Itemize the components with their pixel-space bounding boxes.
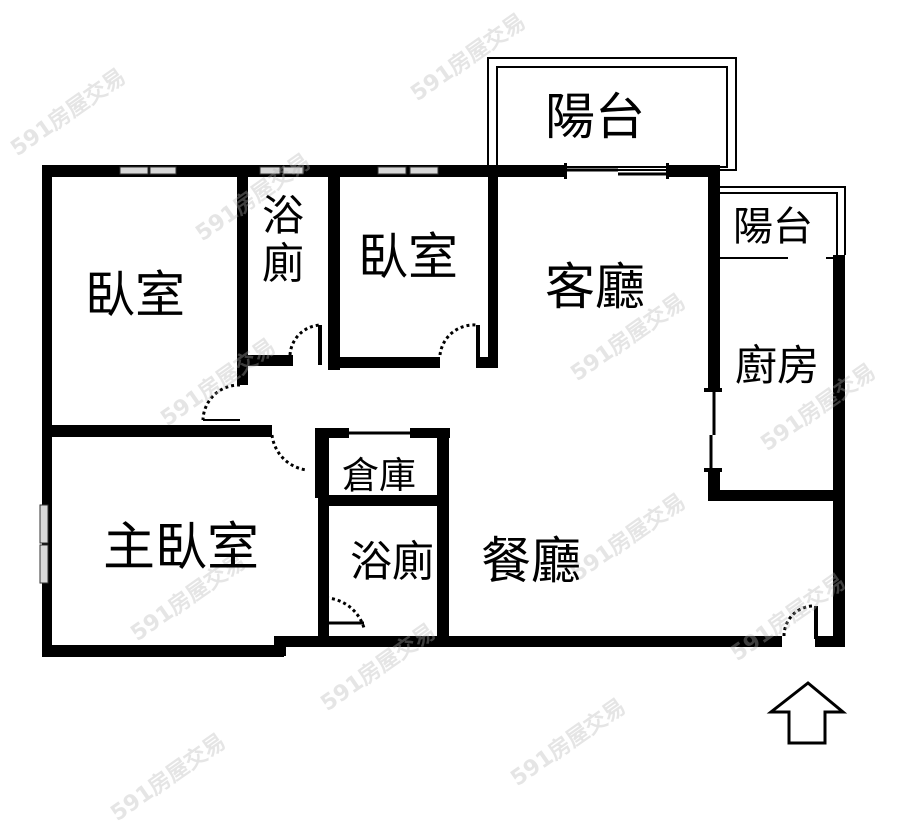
room-label-bathroom-1: 浴 廁 [262,191,305,289]
room-label-balcony-right: 陽台 [733,204,813,250]
floor-plan-drawing [39,57,848,745]
room-label-bedroom-2: 臥室 [358,228,458,286]
windows [39,166,439,584]
room-label-kitchen: 廚房 [735,341,820,390]
room-label-master-bedroom: 主臥室 [103,518,260,578]
room-label-living-room: 客廳 [545,258,645,316]
interior-walls [42,165,498,646]
exterior-walls [42,163,845,657]
up-arrow-entrance-icon [766,681,848,745]
balcony-right-outline [712,186,846,259]
room-label-dining-room: 餐廳 [481,532,581,590]
room-label-bedroom-1: 臥室 [85,266,185,324]
room-label-balcony-top: 陽台 [545,88,645,146]
room-label-bathroom-1-line1: 浴 [262,191,305,240]
room-label-storage: 倉庫 [342,454,416,497]
room-label-bathroom-1-line2: 廁 [262,239,305,289]
room-label-bathroom-2: 浴廁 [350,537,435,586]
door-swings [201,323,818,639]
